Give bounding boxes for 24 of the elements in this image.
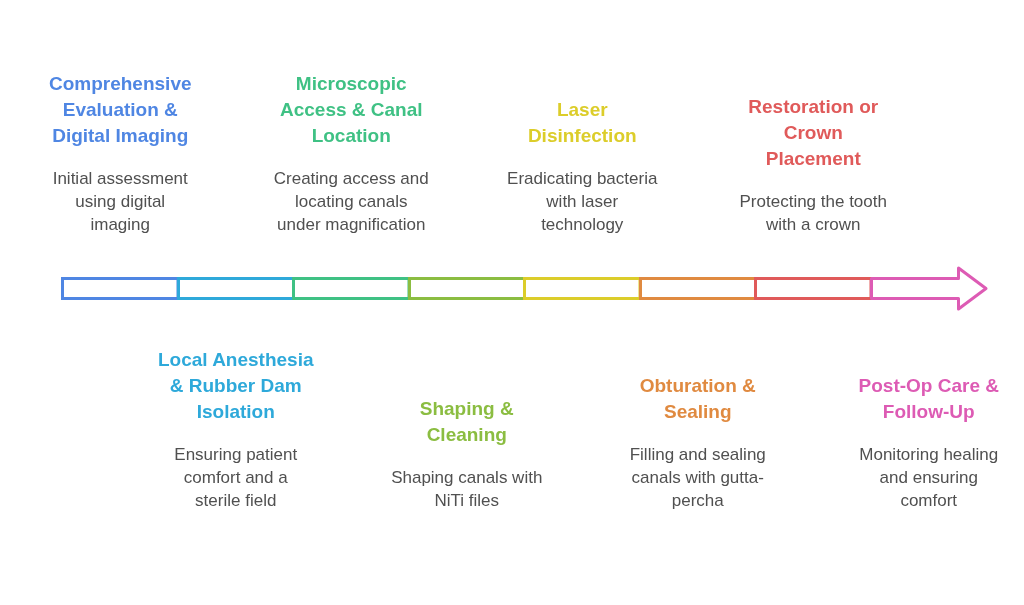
step-description: Creating access and locating canals under magnification (273, 168, 430, 236)
timeline-segment (176, 277, 295, 300)
step-heading: Microscopic Access & Canal Location (279, 72, 424, 148)
step-heading: Obturation & Sealing (638, 374, 757, 424)
timeline-segment (292, 277, 411, 300)
step-description: Initial assessment using digital imaging (51, 168, 189, 236)
step-description: Protecting the tooth with a crown (738, 191, 888, 236)
timeline-segment (754, 277, 873, 300)
timeline-segment (61, 277, 180, 300)
step-heading: Post-Op Care & Follow-Up (857, 374, 1000, 424)
step-heading: Local Anesthesia & Rubber Dam Isolation (157, 348, 315, 424)
arrow-head-segment (869, 266, 988, 311)
step-description: Shaping canals with NiTi files (390, 467, 544, 512)
step-heading: Restoration or Crown Placement (747, 95, 879, 171)
step-description: Ensuring patient comfort and a sterile field (173, 444, 298, 512)
step-heading: Comprehensive Evaluation & Digital Imaging (48, 72, 193, 148)
step-description: Eradicating bacteria with laser technology (506, 168, 659, 236)
timeline-segment (407, 277, 526, 300)
step-heading: Shaping & Cleaning (419, 397, 515, 447)
step-description: Monitoring healing and ensuring comfort (858, 444, 999, 512)
timeline-segment (523, 277, 642, 300)
step-heading: Laser Disinfection (527, 98, 638, 148)
timeline-segment (638, 277, 757, 300)
step-description: Filling and sealing canals with gutta-percha (628, 444, 767, 512)
